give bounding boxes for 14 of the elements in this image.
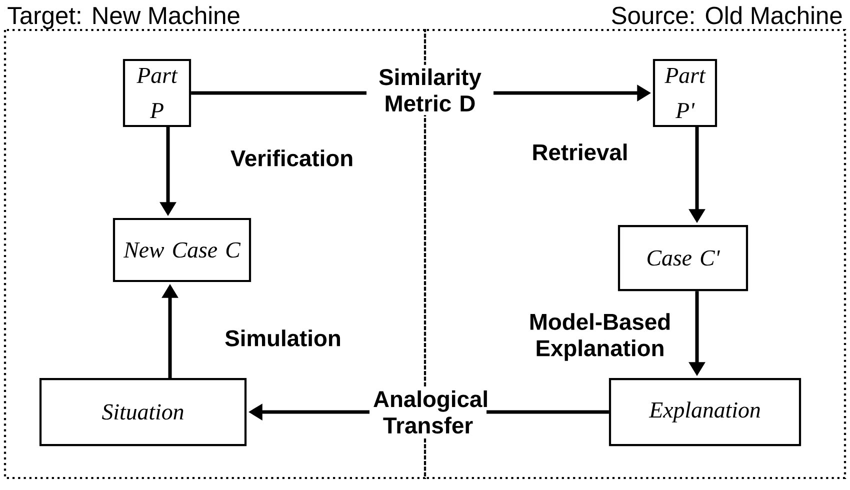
- box: Situation: [39, 378, 247, 446]
- edge-label: Retrieval: [533, 144, 627, 160]
- node-label: Source: Old Machine: [612, 6, 842, 24]
- edge-label: Similarity Metric D: [366, 64, 494, 116]
- node-label: Target: New Machine: [8, 6, 240, 30]
- box: Case C': [618, 224, 748, 292]
- box: New Case C: [112, 218, 252, 282]
- box: Part P: [122, 58, 192, 128]
- edge-label: Analogical Transfer: [370, 386, 487, 438]
- edge-label: Verification: [230, 150, 352, 166]
- box: Part P': [652, 58, 718, 128]
- edge-label: Simulation: [225, 330, 340, 346]
- edge-label: Model-Based Explanation: [530, 313, 670, 361]
- box: Explanation: [608, 378, 802, 446]
